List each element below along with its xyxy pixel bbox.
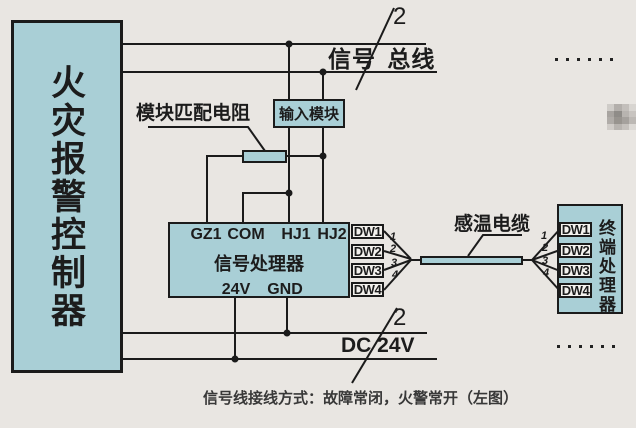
port-dw4-right: DW4	[559, 283, 592, 298]
sensing-cable-label: 感温电缆	[454, 214, 531, 235]
terminal-processor-label: 终端处理器	[596, 219, 615, 314]
wire-number-2-left: 2	[390, 243, 397, 255]
wire-number-1-right: 1	[541, 230, 548, 242]
fire-alarm-controller-box	[11, 20, 123, 373]
wire-number-4-left: 4	[392, 269, 399, 281]
port-dw3-right: DW3	[559, 263, 592, 278]
port-dw2-right: DW2	[559, 243, 592, 258]
signal-processor-box	[168, 222, 350, 298]
dc-power-wire-count: 2	[393, 304, 407, 331]
port-dw4-left: DW4	[351, 282, 384, 297]
wire-dw2-left	[383, 250, 412, 260]
port-dw3-left: DW3	[351, 263, 384, 278]
dc-power-label: DC 24V	[341, 334, 415, 357]
terminal-hj2: HJ2	[317, 226, 347, 243]
junction-dot	[285, 40, 293, 48]
wire-number-3-right: 3	[542, 255, 549, 267]
input-module-label: 输入模块	[278, 106, 339, 123]
cable-label-leader	[467, 234, 522, 257]
terminal-24v: 24V	[221, 281, 251, 298]
wire-dw2-right	[531, 249, 561, 261]
wire-number-3-left: 3	[391, 257, 398, 269]
terminal-com: COM	[227, 226, 265, 243]
input-module-box: 输入模块	[273, 99, 345, 128]
terminal-gz1: GZ1	[190, 226, 222, 243]
signal-bus-slash	[355, 7, 395, 91]
fire-alarm-controller-label: 火灾报警控制器	[46, 64, 85, 330]
caption: 信号线接线方式：故障常闭，火警常开（左图）	[203, 390, 519, 407]
signal-bus-label: 信号 总线	[328, 46, 436, 72]
port-dw1-left: DW1	[351, 224, 384, 239]
wire-number-4-right: 4	[543, 267, 550, 279]
ellipsis-top	[555, 58, 613, 61]
dc-slash	[351, 307, 398, 384]
wire-dw1-right	[531, 228, 561, 261]
wire-dw3-right	[531, 259, 561, 272]
mosaic-artifact	[607, 104, 636, 130]
signal-bus-wire-count: 2	[393, 3, 407, 30]
matching-resistor-label: 模块匹配电阻	[136, 103, 251, 124]
sensing-cable	[420, 256, 523, 265]
wire-dw3-left	[383, 259, 412, 271]
junction-dot	[319, 152, 327, 160]
junction-dot	[283, 329, 291, 337]
wire-number-2-right: 2	[542, 242, 549, 254]
ellipsis-bottom	[557, 345, 615, 348]
matching-resistor	[242, 150, 287, 163]
wire-number-1-left: 1	[390, 231, 397, 243]
junction-dot	[231, 355, 239, 363]
port-dw2-left: DW2	[351, 244, 384, 259]
resistor-label-leader	[148, 126, 266, 152]
junction-dot	[319, 68, 327, 76]
wire-dw4-left	[383, 259, 412, 291]
terminal-gnd: GND	[267, 281, 303, 298]
wire-dw1-left	[383, 230, 412, 260]
port-dw1-right: DW1	[559, 222, 592, 237]
signal-processor-label: 信号处理器	[214, 254, 304, 274]
wire-dw4-right	[531, 259, 561, 292]
junction-dot	[285, 189, 293, 197]
terminal-hj1: HJ1	[281, 226, 311, 243]
